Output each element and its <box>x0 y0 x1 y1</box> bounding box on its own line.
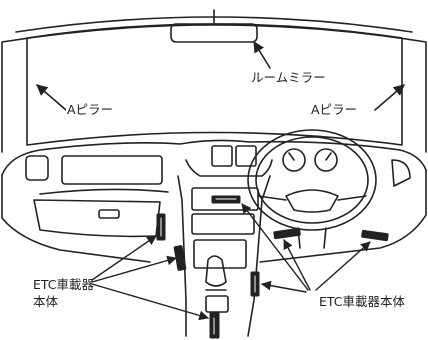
steering-wheel-inner <box>255 136 369 224</box>
a-pillar-right-label: Aピラー <box>310 102 359 117</box>
etc-left-leaders <box>91 235 209 321</box>
center-vent-left <box>211 145 233 167</box>
center-console-upper <box>185 159 273 177</box>
steering-wheel-outer <box>247 129 377 231</box>
speedometer-needle <box>288 152 295 161</box>
steering-spoke-right <box>337 195 367 201</box>
room-mirror <box>170 23 258 43</box>
a-pillar-left-label: Aピラー <box>66 102 115 117</box>
etc-right-leaders <box>241 203 371 293</box>
passenger-dash-panel <box>61 155 163 185</box>
shift-lever <box>205 255 227 287</box>
glove-box-handle <box>98 209 120 219</box>
a-pillar-right-arrow <box>374 84 405 111</box>
etc-unit-highlights <box>160 198 256 335</box>
steering-column <box>297 227 327 249</box>
tachometer-gauge <box>314 148 338 172</box>
windshield-inner-frame <box>26 23 403 146</box>
steering-hub <box>285 189 339 213</box>
glove-box <box>33 199 161 238</box>
dashboard-lower-right <box>259 169 427 263</box>
a-pillar-left-arrow <box>36 84 67 111</box>
speedometer-gauge <box>282 148 306 172</box>
audio-unit <box>191 187 259 211</box>
etc-unit-left-label-line2: 本体 <box>33 294 59 309</box>
center-console <box>177 175 271 337</box>
right-side-vent <box>391 159 411 187</box>
steering-spoke-left <box>257 195 287 201</box>
dashboard-outline <box>1 139 427 176</box>
center-vent-right <box>235 145 257 167</box>
etc-unit-steering-left <box>273 227 301 240</box>
etc-unit-steering-right <box>361 229 389 242</box>
climate-panel <box>191 213 255 235</box>
room-mirror-label: ルームミラー <box>250 70 327 85</box>
passenger-dash-trim <box>39 188 169 195</box>
console-tray <box>205 295 229 313</box>
mirror-arrow <box>253 41 271 69</box>
etc-unit-right-label: ETC車載器本体 <box>319 294 406 309</box>
left-side-vent <box>25 155 49 181</box>
tachometer-needle <box>325 152 332 161</box>
console-lower-box <box>193 239 247 269</box>
etc-unit-left-label-line1: ETC車載器 <box>33 277 95 292</box>
dashboard-lower-left <box>1 174 151 263</box>
